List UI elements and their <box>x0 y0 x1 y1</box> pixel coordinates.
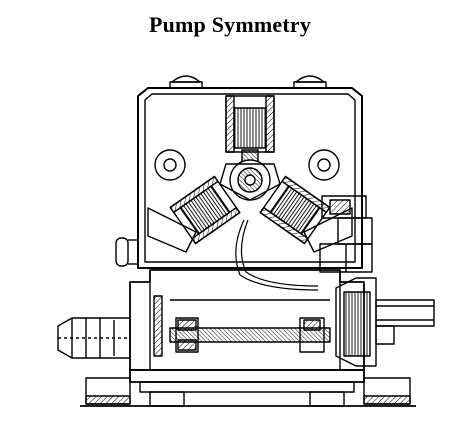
hose-barb-inlet <box>57 317 131 359</box>
right-port <box>308 149 340 181</box>
outlet-fitting <box>335 277 435 367</box>
top-motor-chamber <box>225 95 275 163</box>
side-knob <box>115 237 138 267</box>
figure-title: Pump Symmetry <box>148 12 312 37</box>
right-motor-chamber <box>259 175 331 245</box>
lower-body <box>129 269 365 371</box>
base-plate <box>129 369 365 393</box>
feet <box>80 377 416 407</box>
left-motor-chamber <box>169 175 241 245</box>
bolt-right <box>293 75 327 89</box>
valve-block <box>319 195 373 273</box>
center-hub <box>219 159 281 201</box>
bolt-left <box>169 75 203 89</box>
left-port <box>154 149 186 181</box>
shaft <box>169 317 331 353</box>
housing <box>137 87 363 269</box>
